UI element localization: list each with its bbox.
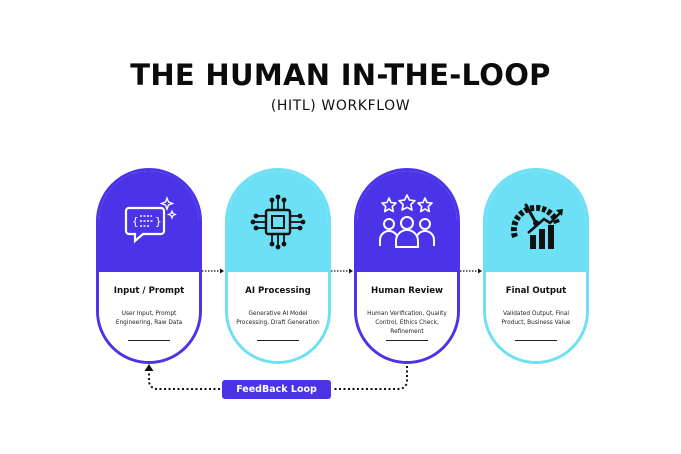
divider	[515, 340, 557, 341]
step-card-human-review: Human Review Human Verification, Quality…	[354, 168, 460, 364]
page-subtitle: (HITL) WORKFLOW	[270, 98, 411, 114]
feedback-loop-label: FeedBack Loop	[222, 380, 331, 399]
step-label: AI Processing	[245, 286, 311, 296]
gauge-growth-chart-icon	[510, 203, 563, 249]
step-label: Input / Prompt	[113, 286, 185, 296]
step-description: Generative AI Model Processing, Draft Ge…	[236, 311, 320, 326]
step-icon-area	[228, 171, 328, 272]
step-icon-area	[357, 171, 457, 272]
step-icon-area: { }	[99, 171, 199, 272]
svg-text:}: }	[155, 215, 162, 228]
step-card-ai-processing: AI Processing Generative AI Model Proces…	[225, 168, 331, 364]
step-card-input-prompt: { } Input / Prompt User Input, Prompt En…	[96, 168, 202, 364]
divider	[386, 340, 428, 341]
divider	[257, 340, 299, 341]
feedback-arrowhead	[144, 364, 154, 371]
step-label: Final Output	[505, 286, 567, 296]
chat-bubble-sparkle-icon: { }	[124, 195, 177, 243]
step-card-final-output: Final Output Validated Output, Final Pro…	[483, 168, 589, 364]
processor-chip-icon	[250, 194, 306, 249]
divider	[128, 340, 170, 341]
step-label: Human Review	[371, 286, 443, 296]
page-title: THE HUMAN IN-THE-LOOP	[130, 58, 551, 92]
step-description: Human Verification, Quality Control, Eth…	[367, 311, 447, 335]
step-icon-area	[486, 171, 586, 272]
team-rating-stars-icon	[379, 193, 435, 248]
step-description: User Input, Prompt Engineering, Raw Data	[115, 311, 183, 326]
step-description: Validated Output, Final Product, Busines…	[501, 311, 571, 326]
svg-text:{: {	[132, 215, 139, 228]
